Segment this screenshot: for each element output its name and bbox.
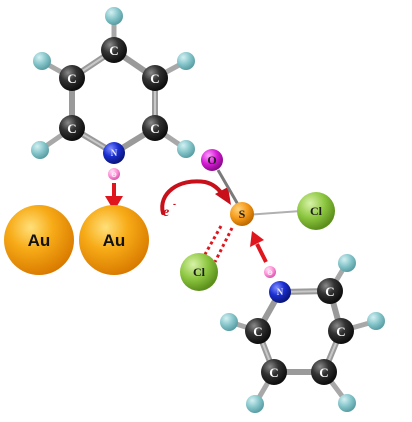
chlorine-atom-right: Cl — [297, 192, 335, 230]
gold-label: Au — [28, 231, 51, 250]
bottom-hydrogen-2 — [220, 313, 238, 331]
top-nitrogen: N — [103, 142, 125, 164]
nitrogen-label: N — [277, 287, 284, 297]
so-bond — [216, 169, 242, 209]
carbon-label: C — [67, 71, 76, 86]
chlorine-label: Cl — [193, 265, 206, 279]
top-carbon-1: C — [101, 37, 127, 63]
carbon-label: C — [269, 365, 278, 380]
bottom-lone-pair: ⊖ — [264, 266, 276, 278]
top-carbon-2: C — [59, 65, 85, 91]
donation-arrow-to-sulfur — [250, 231, 268, 263]
bottom-pyridine: N ⊖ C C C C C — [220, 254, 385, 413]
carbon-label: C — [336, 324, 345, 339]
carbon-label: C — [253, 324, 262, 339]
top-carbon-5: C — [142, 115, 168, 141]
scl-bond-breaking-1 — [201, 225, 223, 259]
electron-label: e — [163, 205, 169, 220]
bottom-carbon-3: C — [328, 318, 354, 344]
bottom-hydrogen-4 — [246, 395, 264, 413]
top-pyridine: C C C C C N ⊖ — [31, 7, 195, 180]
bottom-carbon-4: C — [261, 359, 287, 385]
thionyl-chloride: O S Cl Cl — [180, 149, 335, 291]
top-ring-bonds — [69, 47, 158, 156]
bottom-hydrogen-3 — [367, 312, 385, 330]
top-hydrogen-2 — [33, 52, 51, 70]
lone-pair-label: ⊖ — [267, 270, 273, 277]
gold-surface: Au Au — [4, 205, 149, 275]
carbon-label: C — [325, 284, 334, 299]
bottom-carbon-1: C — [317, 278, 343, 304]
gold-atom-1: Au — [4, 205, 74, 275]
bottom-nitrogen: N — [269, 281, 291, 303]
electron-charge-label: - — [173, 199, 176, 209]
bottom-carbon-2: C — [245, 318, 271, 344]
oxygen-label: O — [207, 153, 216, 167]
chlorine-atom-left: Cl — [180, 253, 218, 291]
top-carbon-3: C — [142, 65, 168, 91]
carbon-label: C — [150, 71, 159, 86]
top-hydrogen-3 — [177, 52, 195, 70]
gold-label: Au — [103, 231, 126, 250]
scl-bond-breaking-2 — [213, 227, 234, 263]
chlorine-label: Cl — [310, 204, 323, 218]
bottom-hydrogen-5 — [338, 394, 356, 412]
lone-pair-label: ⊖ — [111, 172, 117, 179]
oxygen-atom: O — [201, 149, 223, 171]
sulfur-atom: S — [230, 202, 254, 226]
carbon-label: C — [319, 365, 328, 380]
top-hydrogen-5 — [177, 140, 195, 158]
top-hydrogen-1 — [105, 7, 123, 25]
donation-arrow-to-gold — [105, 183, 123, 211]
carbon-label: C — [150, 121, 159, 136]
top-hydrogen-4 — [31, 141, 49, 159]
sulfur-label: S — [239, 207, 246, 221]
bottom-carbon-5: C — [311, 359, 337, 385]
carbon-label: C — [67, 121, 76, 136]
carbon-label: C — [109, 43, 118, 58]
bottom-hydrogen-1 — [338, 254, 356, 272]
top-lone-pair: ⊖ — [108, 168, 120, 180]
top-carbon-4: C — [59, 115, 85, 141]
nitrogen-label: N — [111, 148, 118, 158]
scl-bond-right — [245, 210, 302, 216]
electron-transfer-arrow: e - — [160, 179, 231, 220]
gold-atom-2: Au — [79, 205, 149, 275]
